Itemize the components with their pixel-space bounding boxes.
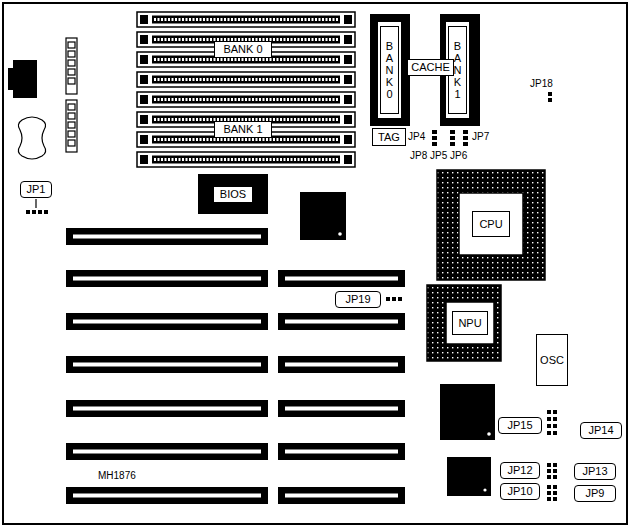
node-text: JP13 [582, 465, 607, 478]
cache-sockets [370, 14, 480, 126]
cpu-label: CPU [472, 211, 510, 237]
jumper-callout: JP9 [574, 485, 616, 502]
board-outline [3, 3, 627, 524]
jumper-name: JP7 [472, 131, 489, 142]
node-text: JP19 [345, 293, 370, 306]
node-text: BIOS [220, 188, 246, 201]
keyboard-connector [8, 60, 37, 98]
node-text: TAG [378, 131, 400, 144]
cache-label: CACHE [407, 59, 454, 76]
simm-bank-label: BANK 1 [214, 121, 272, 138]
node-text: BANK 0 [223, 43, 262, 56]
node-text: BANK 0 [384, 40, 395, 100]
node-text: BANK 1 [223, 123, 262, 136]
battery [18, 117, 45, 159]
jumper-callout: JP12 [500, 462, 540, 479]
jumper-pins [386, 297, 402, 301]
oscillator: OSC [536, 334, 568, 386]
npu-label: NPU [452, 311, 488, 335]
bios-label: BIOS [213, 186, 253, 203]
node-text: NPU [458, 317, 481, 330]
jumper-callout: JP19 [335, 291, 381, 308]
tag-chip: TAG [372, 128, 406, 146]
npu-socket [427, 285, 501, 361]
jumper-name: JP8 [410, 150, 427, 161]
jumper-callout: JP14 [580, 422, 622, 439]
bios-chip [198, 174, 268, 214]
cache-bank-label: BANK 0 [380, 26, 399, 114]
simm-slots [137, 12, 355, 167]
jumper-name: JP4 [408, 131, 425, 142]
jumper-callout: JP1 [20, 181, 52, 198]
jumper-callout: JP13 [574, 463, 616, 480]
node-text: JP12 [507, 464, 532, 477]
node-text: CACHE [411, 61, 450, 74]
node-text: JP15 [507, 419, 532, 432]
board-model: MH1876 [98, 470, 136, 481]
isa-slots [66, 228, 405, 504]
node-text: JP9 [586, 487, 605, 500]
node-text: OSC [540, 354, 564, 367]
jumper-name: JP6 [450, 150, 467, 161]
header-strip [66, 38, 77, 152]
node-text: JP1 [27, 183, 46, 196]
jumper-callout: JP15 [498, 417, 542, 434]
node-text: JP10 [507, 485, 532, 498]
cpu-socket [437, 170, 545, 280]
jumper-callout: JP10 [500, 483, 540, 500]
jumper-pins [26, 199, 48, 214]
node-text: JP14 [588, 424, 613, 437]
jumper-pins [547, 410, 557, 501]
chipset [300, 192, 346, 240]
controller-chip [440, 384, 495, 496]
jumper-name: JP5 [430, 150, 447, 161]
jumper-name: JP18 [530, 78, 553, 89]
simm-bank-label: BANK 0 [214, 41, 272, 58]
node-text: CPU [479, 218, 502, 231]
